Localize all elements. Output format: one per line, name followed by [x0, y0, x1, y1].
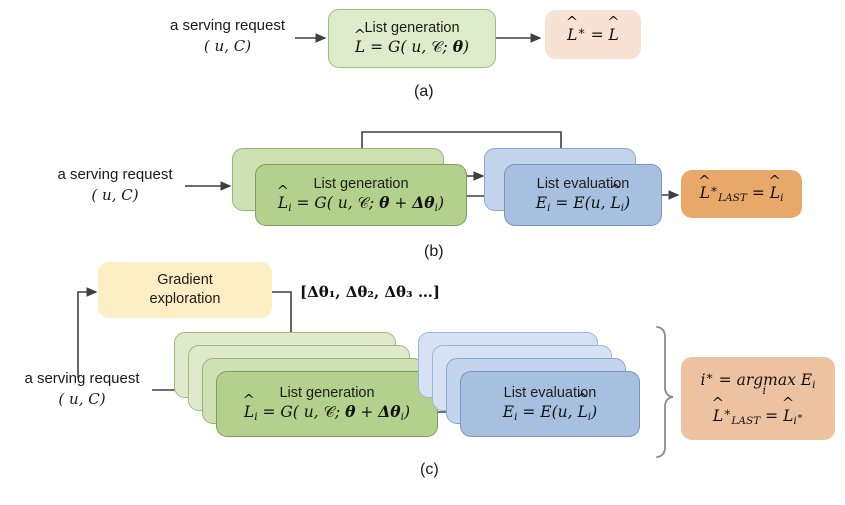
panel-c-output-formula-line1: i∗ = argmax Ei i — [700, 369, 816, 397]
panel-c-input-line1: a serving request — [24, 370, 140, 387]
arrow-c-input-to-gradient — [77, 287, 98, 378]
panel-b-input-line2: ( u, C) — [91, 186, 139, 205]
panel-label-a: (a) — [414, 83, 434, 100]
panel-c-gradient-exploration-box[interactable]: Gradient exploration — [98, 262, 272, 318]
panel-c-generation-title: List generation — [279, 384, 375, 401]
gradient-box-line1: Gradient — [157, 272, 213, 289]
panel-label-c: (c) — [420, 461, 439, 478]
panel-b-output-formula: ^L∗LAST = ^Li — [698, 173, 784, 205]
panel-b-list-generation-box[interactable]: List generation ^Li = G( u, 𝒞; θ + Δθi) — [255, 164, 467, 226]
panel-c-evaluation-formula: Ei = E(u, ^Li) — [502, 391, 598, 423]
panel-a-input-line1: a serving request — [169, 17, 286, 34]
panel-label-b: (b) — [424, 243, 444, 260]
panel-a-generation-formula: ^L = G( u, 𝒞; θ) — [353, 27, 470, 57]
panel-b-evaluation-formula: Ei = E(u, ^Li) — [535, 182, 631, 214]
panel-c-output-formula-line2: ^L∗LAST = ^Li∗ — [711, 395, 804, 427]
perturbations-label: [Δθ₁, Δθ₂, Δθ₃ …] — [300, 283, 440, 301]
panel-c-generation-formula: ^Li = G( u, 𝒞; θ + Δθi) — [242, 391, 411, 423]
panel-a-output-box[interactable]: ^L∗ = ^L — [545, 10, 641, 59]
panel-c-argmax-subscript: i — [762, 384, 767, 397]
panel-c-list-generation-box[interactable]: List generation ^Li = G( u, 𝒞; θ + Δθi) — [216, 371, 438, 437]
panel-b-generation-title: List generation — [313, 175, 409, 192]
panel-b-output-box[interactable]: ^L∗LAST = ^Li — [681, 170, 802, 218]
panel-b-input-line1: a serving request — [57, 166, 173, 183]
panel-a-input-line2: ( u, C) — [203, 37, 252, 56]
panel-a-input-label: a serving request ( u, C) — [160, 16, 295, 57]
panel-b-generation-formula: ^Li = G( u, 𝒞; θ + Δθi) — [276, 182, 445, 214]
panel-c-evaluation-title: List evaluation — [503, 385, 597, 401]
panel-c-input-label: a serving request ( u, C) — [12, 369, 152, 410]
panel-b-evaluation-title: List evaluation — [536, 176, 630, 192]
panel-c-output-box[interactable]: i∗ = argmax Ei i ^L∗LAST = ^Li∗ — [681, 357, 835, 440]
panel-c-list-evaluation-box[interactable]: List evaluation Ei = E(u, ^Li) — [460, 371, 640, 437]
panel-a-generation-title: List generation — [364, 19, 460, 36]
gradient-box-line2: exploration — [149, 291, 221, 307]
panel-b-input-label: a serving request ( u, C) — [45, 165, 185, 206]
panel-c-input-line2: ( u, C) — [58, 390, 106, 409]
panel-a-list-generation-box[interactable]: List generation ^L = G( u, 𝒞; θ) — [328, 9, 496, 68]
panel-b-list-evaluation-box[interactable]: List evaluation Ei = E(u, ^Li) — [504, 164, 662, 226]
panel-a-output-formula: ^L∗ = ^L — [565, 14, 620, 44]
grouping-brace — [656, 326, 674, 458]
